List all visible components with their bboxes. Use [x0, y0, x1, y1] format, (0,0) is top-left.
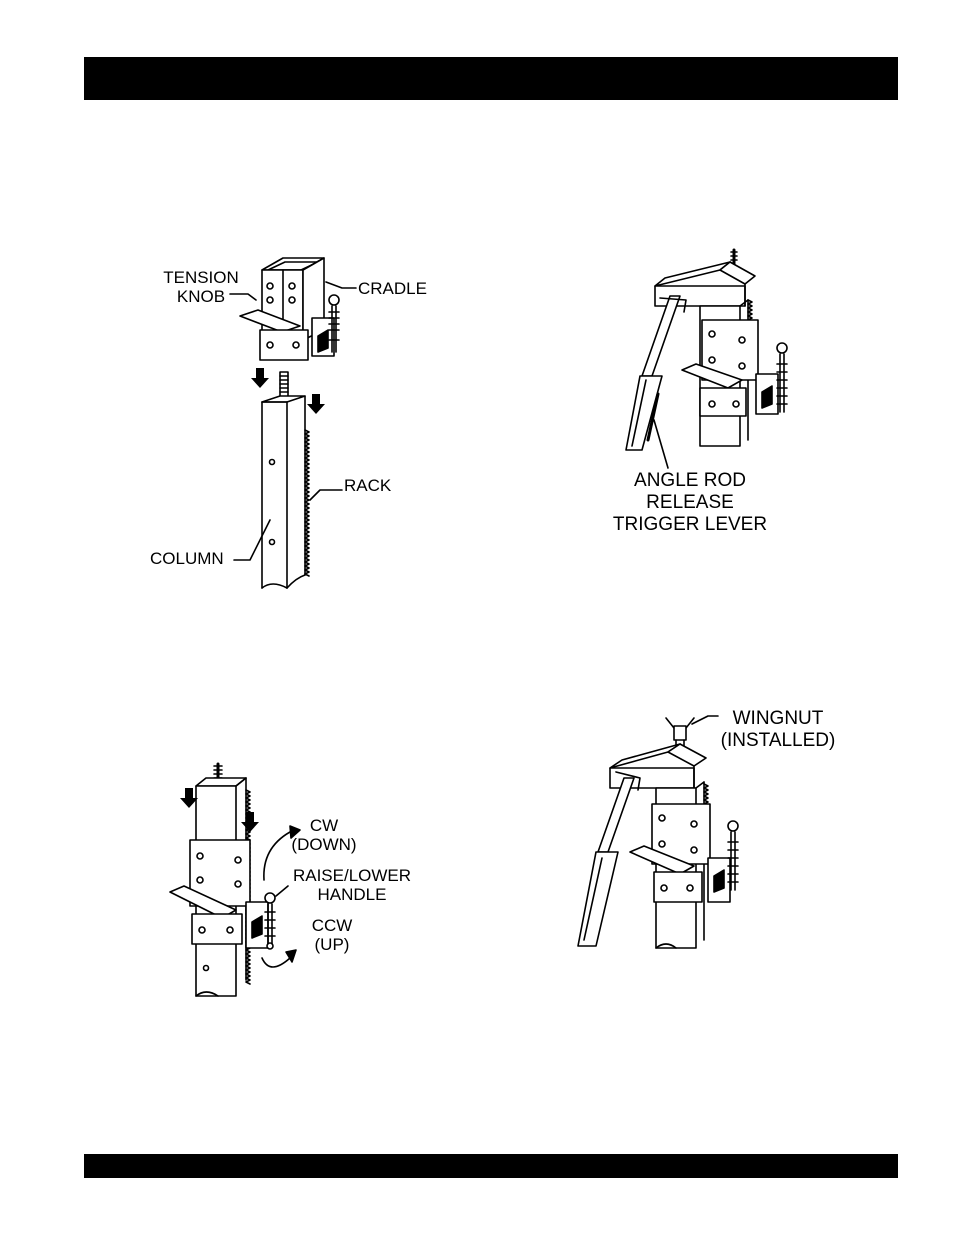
cw-label-line2: (DOWN) [288, 835, 360, 854]
wingnut-installed-label: WINGNUT (INSTALLED) [712, 708, 844, 752]
figure1-cradle-drawing [230, 258, 356, 400]
tension-knob-label: TENSION KNOB [158, 268, 244, 306]
ccw-label-line2: (UP) [296, 935, 368, 954]
cradle-label: CRADLE [358, 279, 427, 298]
ccw-label-line1: CCW [296, 916, 368, 935]
tension-knob-label-line1: TENSION [158, 268, 244, 287]
ccw-up-label: CCW (UP) [296, 916, 368, 954]
handle-label-line2: HANDLE [284, 885, 420, 904]
angle-rod-label-line2: RELEASE [590, 492, 790, 514]
wingnut-label-line1: WINGNUT [712, 708, 844, 730]
angle-rod-label-line1: ANGLE ROD [590, 470, 790, 492]
raise-lower-handle-label: RAISE/LOWER HANDLE [284, 866, 420, 904]
rack-label: RACK [344, 476, 391, 495]
column-label: COLUMN [150, 549, 224, 568]
handle-label-line1: RAISE/LOWER [284, 866, 420, 885]
figure1-column-drawing [234, 396, 342, 588]
angle-rod-release-label: ANGLE ROD RELEASE TRIGGER LEVER [590, 470, 790, 536]
tension-knob-label-line2: KNOB [158, 287, 244, 306]
cw-down-label: CW (DOWN) [288, 816, 360, 854]
cw-label-line1: CW [288, 816, 360, 835]
wingnut-label-line2: (INSTALLED) [712, 730, 844, 752]
figure2-drawing [626, 250, 787, 468]
angle-rod-label-line3: TRIGGER LEVER [590, 514, 790, 536]
